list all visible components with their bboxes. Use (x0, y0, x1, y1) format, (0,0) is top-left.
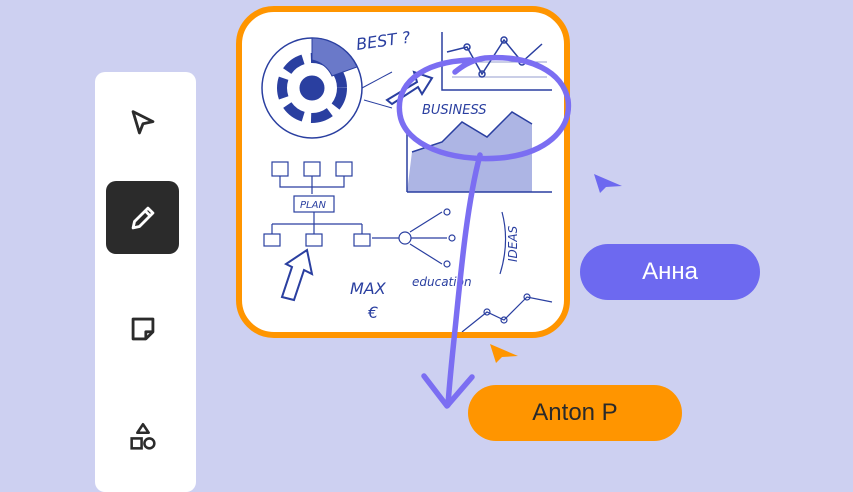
idea-spokes-sketch (372, 208, 507, 275)
cursor-label-anton: Anton P (468, 385, 682, 441)
sketch-label-best: BEST ? (355, 27, 412, 53)
select-tool-button[interactable] (106, 86, 179, 159)
pen-tool-button[interactable] (106, 181, 179, 254)
line-graph-sketch (441, 32, 552, 91)
sketch-label-business: BUSINESS (422, 103, 487, 118)
sketch-label-education: education (412, 275, 472, 289)
sketch-label-max: MAX (350, 279, 387, 298)
cursor-anna-pointer-icon (594, 174, 622, 193)
sketch-label-ideas: IDEAS (506, 225, 520, 262)
flowchart-sketch (263, 161, 371, 247)
selected-sketch-image[interactable]: BEST ? BUSINESS PLAN (236, 6, 570, 338)
cursor-anton-pointer-icon (490, 344, 518, 363)
shapes-icon (129, 422, 156, 450)
small-chart-sketch (461, 293, 553, 332)
pointer-icon (131, 109, 154, 134)
sticky-note-icon (131, 317, 154, 340)
sticky-note-tool-button[interactable] (106, 292, 179, 365)
sketch-up-arrow (280, 248, 314, 302)
shapes-tool-button[interactable] (106, 400, 179, 473)
sketch-label-euro: € (367, 303, 378, 322)
area-chart-sketch (406, 111, 552, 193)
donut-chart-sketch (261, 37, 393, 139)
pencil-icon (131, 206, 154, 229)
sketch-arrow (385, 70, 434, 106)
sketch-label-plan: PLAN (300, 200, 326, 211)
cursor-label-anna: Анна (580, 244, 760, 300)
business-sketch-illustration: BEST ? BUSINESS PLAN (261, 27, 553, 332)
drawing-toolbar (95, 72, 196, 492)
